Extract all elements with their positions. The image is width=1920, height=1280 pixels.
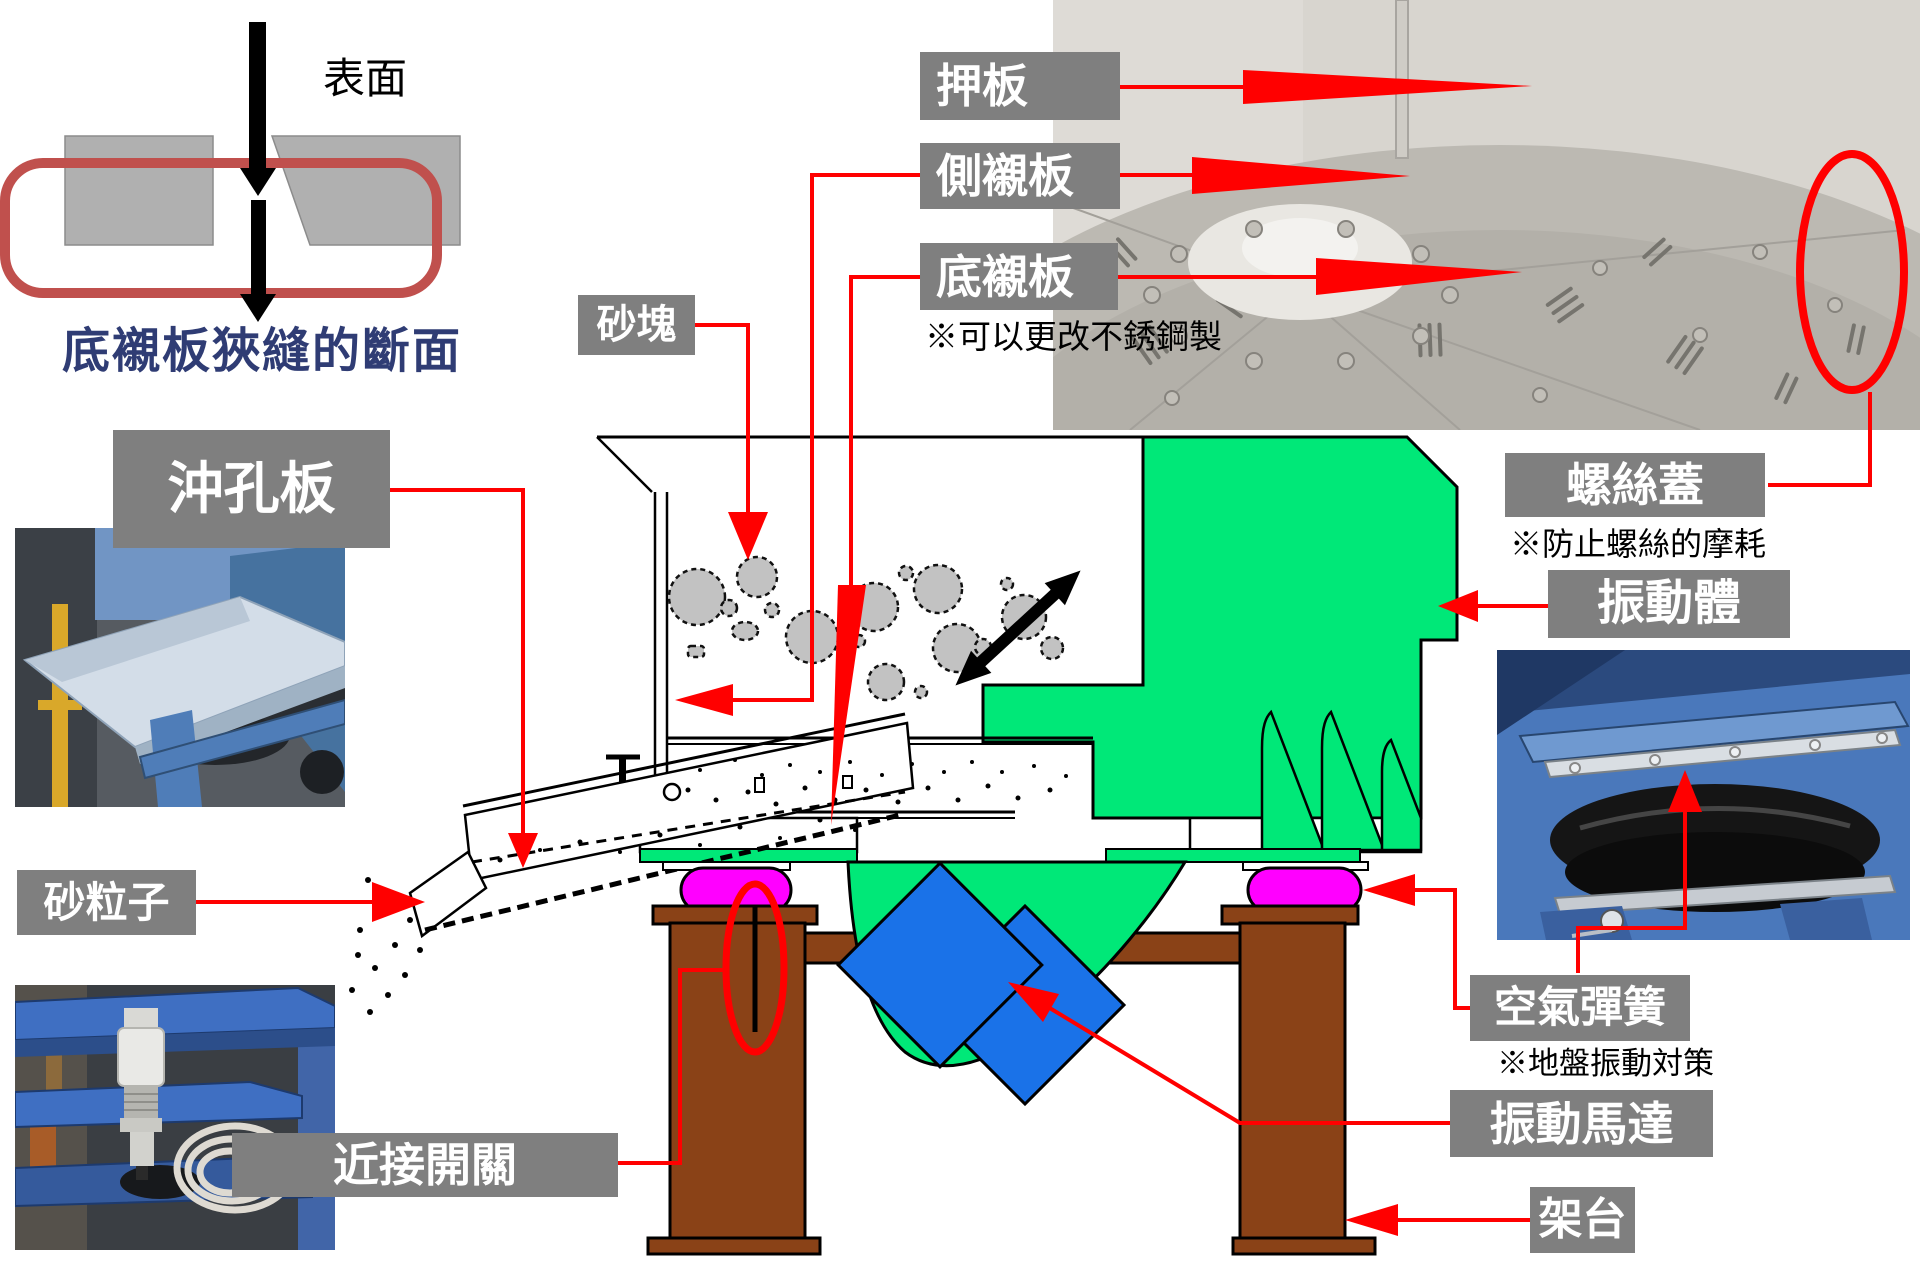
label-screw-cover: 螺絲蓋	[1505, 453, 1765, 517]
label-vibrating-body: 振動體	[1548, 570, 1790, 638]
vibration-direction-arrow	[955, 570, 1081, 686]
label-bottom-liner: 底襯板	[920, 243, 1118, 310]
vibration-motor-shape	[836, 861, 1127, 1107]
note-bottom-liner: ※可以更改不銹鋼製	[925, 318, 1222, 355]
arrowhead-side-liner-photo	[1192, 157, 1410, 194]
flow-arrow-down	[240, 22, 276, 322]
surface-label: 表面	[323, 55, 408, 102]
leader-bottom-liner	[849, 275, 920, 587]
photo-proximity-switch	[15, 985, 335, 1250]
arrowhead-side-liner	[675, 684, 733, 716]
arrowhead-air-spring	[1363, 874, 1415, 906]
label-air-spring: 空氣彈簧	[1470, 975, 1690, 1041]
sand-dots-trough	[685, 758, 1068, 807]
sand-lumps	[667, 555, 1065, 702]
arrowhead-sand-particles	[372, 882, 425, 922]
arrowhead-stand	[1345, 1204, 1398, 1236]
arrowhead-air-spring-photo	[1668, 770, 1702, 812]
leader-sand-lump	[695, 323, 750, 512]
sand-dots-chute	[349, 817, 857, 1015]
leader-vibration-motor	[1046, 1005, 1450, 1125]
slit-cross-section-inset	[0, 22, 461, 322]
label-press-plate: 押板	[920, 52, 1120, 120]
arrowhead-vibration-motor	[1008, 982, 1059, 1022]
arrowhead-bottom-liner-photo	[1316, 258, 1522, 295]
label-side-liner: 側襯板	[920, 143, 1120, 209]
leader-punched-plate	[390, 488, 525, 833]
arrowhead-bottom-liner	[831, 585, 866, 825]
leader-proximity-switch	[618, 968, 727, 1165]
label-sand-particles: 砂粒子	[17, 870, 196, 935]
inset-caption: 底襯板狹縫的斷面	[62, 325, 463, 378]
proximity-ellipse	[722, 880, 788, 1056]
photo-punched-plate	[15, 528, 345, 807]
photo-air-spring	[1497, 650, 1910, 940]
label-sand-lump: 砂塊	[578, 295, 695, 355]
discharge-chute	[408, 712, 915, 939]
slit-outline	[0, 158, 442, 298]
annotations	[196, 85, 1908, 1222]
note-screw-cover: ※防止螺絲的摩耗	[1510, 526, 1767, 562]
leader-screw-cover	[1768, 392, 1872, 487]
label-stand: 架台	[1530, 1187, 1635, 1253]
leader-side-liner	[733, 173, 920, 702]
label-punched-plate: 沖孔板	[113, 430, 390, 548]
arrowhead-vibrating-body	[1438, 590, 1478, 622]
arrowhead-press-plate	[1243, 70, 1532, 104]
leader-air-spring	[1412, 888, 1470, 1010]
screw-cover-ellipse	[1796, 150, 1908, 394]
arrowhead-sand-lump	[728, 512, 768, 560]
label-vibration-motor: 振動馬達	[1450, 1090, 1713, 1157]
label-proximity-switch: 近接開關	[232, 1133, 618, 1197]
leader-air-spring-photo	[1576, 810, 1687, 973]
annotation-arrowheads	[372, 70, 1702, 1236]
note-air-spring: ※地盤振動対策	[1497, 1046, 1714, 1081]
arrowhead-punched-plate	[508, 833, 538, 868]
